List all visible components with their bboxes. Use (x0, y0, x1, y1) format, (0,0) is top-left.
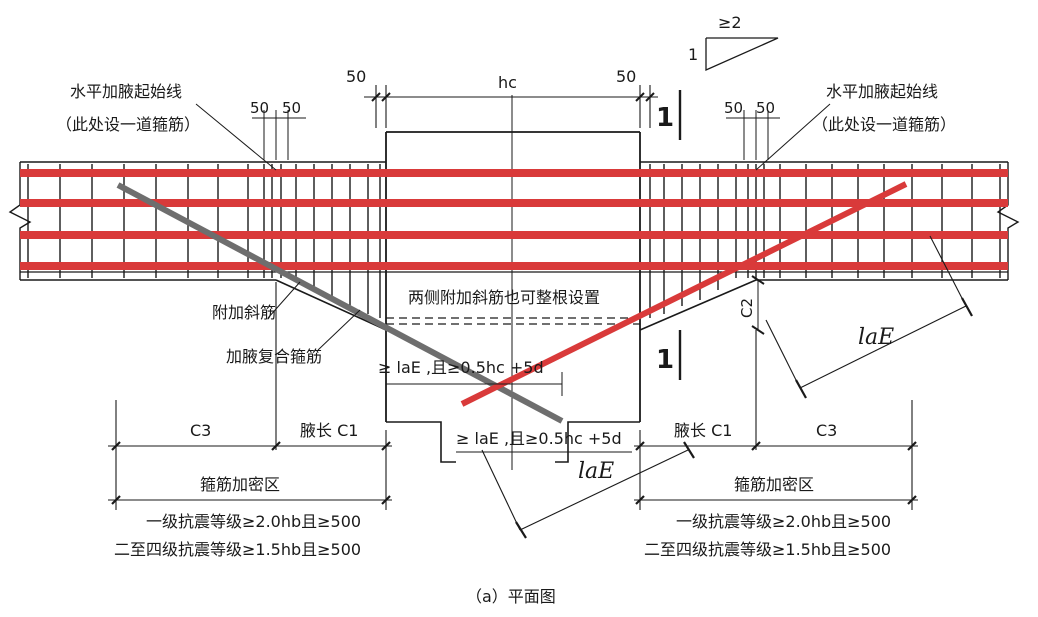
beam-outline (8, 161, 1020, 281)
small-dims (252, 110, 780, 160)
slope-ge2-label: ≥2 (718, 13, 742, 32)
dim-50-c-label: 50 (724, 99, 743, 117)
haunch-stirrup-label: 加腋复合箍筋 (226, 347, 322, 366)
dim-50-b-label: 50 (282, 99, 301, 117)
dim-50-a-label: 50 (250, 99, 269, 117)
left-start-note-label: （此处设一道箍筋） (56, 115, 200, 134)
right-start-note-label: （此处设一道箍筋） (812, 115, 956, 134)
slope-symbol (705, 37, 779, 72)
grade2-right-label: 二至四级抗震等级≥1.5hb且≥500 (644, 540, 891, 559)
grade2-left-label: 二至四级抗震等级≥1.5hb且≥500 (114, 540, 361, 559)
dense-zone-right-label: 箍筋加密区 (734, 475, 814, 494)
left-start-line-label: 水平加腋起始线 (70, 82, 182, 101)
top-dimension (364, 85, 658, 128)
dense-zone-left-label: 箍筋加密区 (200, 475, 280, 494)
lae-bottom-label: laE (578, 459, 614, 484)
c2-dim (751, 275, 765, 335)
haunch-len-right-label: 腋长 C1 (674, 421, 732, 440)
grey-diagonal-bar (116, 182, 564, 424)
section-mark-bottom: 1 (656, 345, 674, 375)
figure-caption: （a）平面图 (466, 587, 556, 606)
red-diagonal-bar (460, 181, 908, 407)
lae-right-dim (765, 235, 973, 399)
left-start-leader (195, 103, 277, 171)
extra-diagonal-bar-label: 附加斜筋 (212, 303, 276, 322)
dim-50-right-label: 50 (616, 67, 636, 86)
column-outline (385, 131, 641, 463)
anchor-upper-label: ≥ laE ,且≥0.5hc +5d (378, 358, 544, 377)
dashed-lines (386, 317, 640, 325)
haunch-len-left-label: 腋长 C1 (300, 421, 358, 440)
longitudinal-bars (20, 169, 1008, 270)
bottom-dimensions (108, 282, 918, 510)
section-mark-top: 1 (656, 103, 674, 133)
c2-label: C2 (738, 298, 756, 318)
lae-right-label: laE (858, 325, 894, 350)
both-sides-note: 两侧附加斜筋也可整根设置 (408, 288, 600, 307)
c3-left-label: C3 (190, 421, 211, 440)
dim-50-d-label: 50 (756, 99, 775, 117)
right-start-line-label: 水平加腋起始线 (826, 82, 938, 101)
extra-bar-leader (267, 281, 301, 319)
anchor-lower-label: ≥ laE ,且≥0.5hc +5d (456, 429, 622, 448)
dim-50-left-label: 50 (346, 67, 366, 86)
c3-right-label: C3 (816, 421, 837, 440)
dim-hc-label: hc (498, 73, 517, 92)
slope-1-label: 1 (688, 45, 698, 64)
grade1-left-label: 一级抗震等级≥2.0hb且≥500 (146, 512, 361, 531)
haunch-stirrup-leader (317, 309, 361, 351)
grade1-right-label: 一级抗震等级≥2.0hb且≥500 (676, 512, 891, 531)
lae-bottom-dim (481, 441, 695, 539)
